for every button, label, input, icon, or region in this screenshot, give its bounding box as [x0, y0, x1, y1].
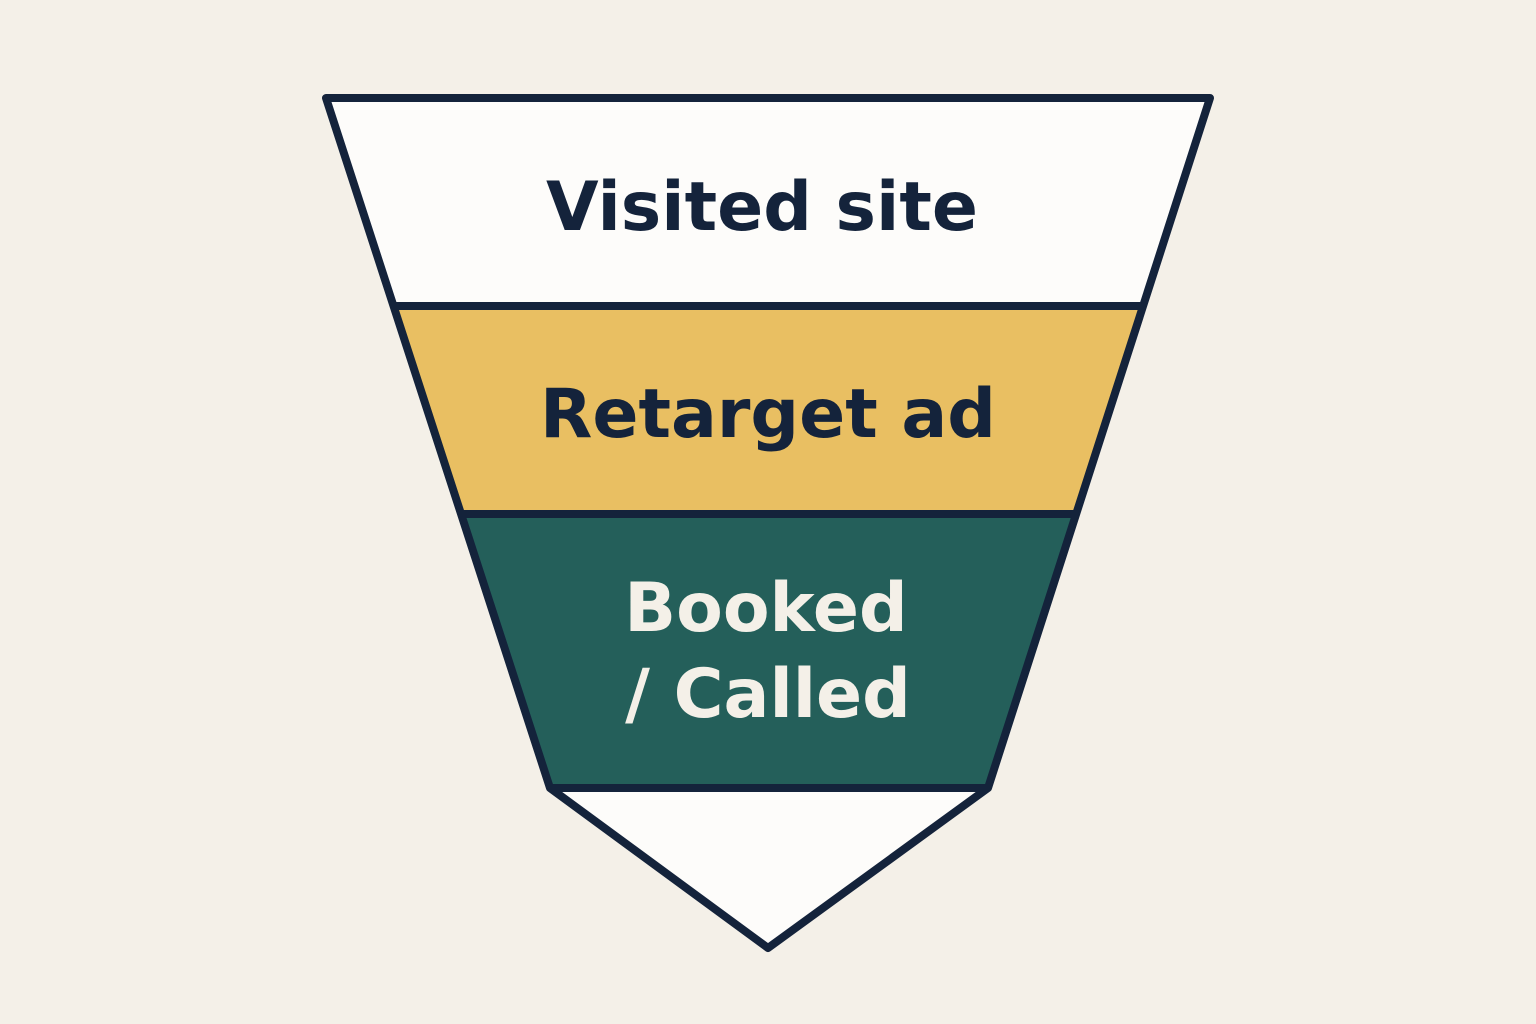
stage-label-booked: Booked — [624, 569, 907, 648]
stage-visited-site — [326, 98, 1210, 306]
stage-label-called: / Called — [625, 655, 911, 734]
funnel-outline — [322, 94, 1214, 952]
stage-label-retarget-ad: Retarget ad — [540, 375, 996, 454]
stage-booked-called — [461, 514, 1075, 788]
funnel-tip — [550, 788, 988, 948]
stage-retarget-ad — [393, 306, 1143, 514]
stage-label-visited-site: Visited site — [546, 168, 978, 247]
